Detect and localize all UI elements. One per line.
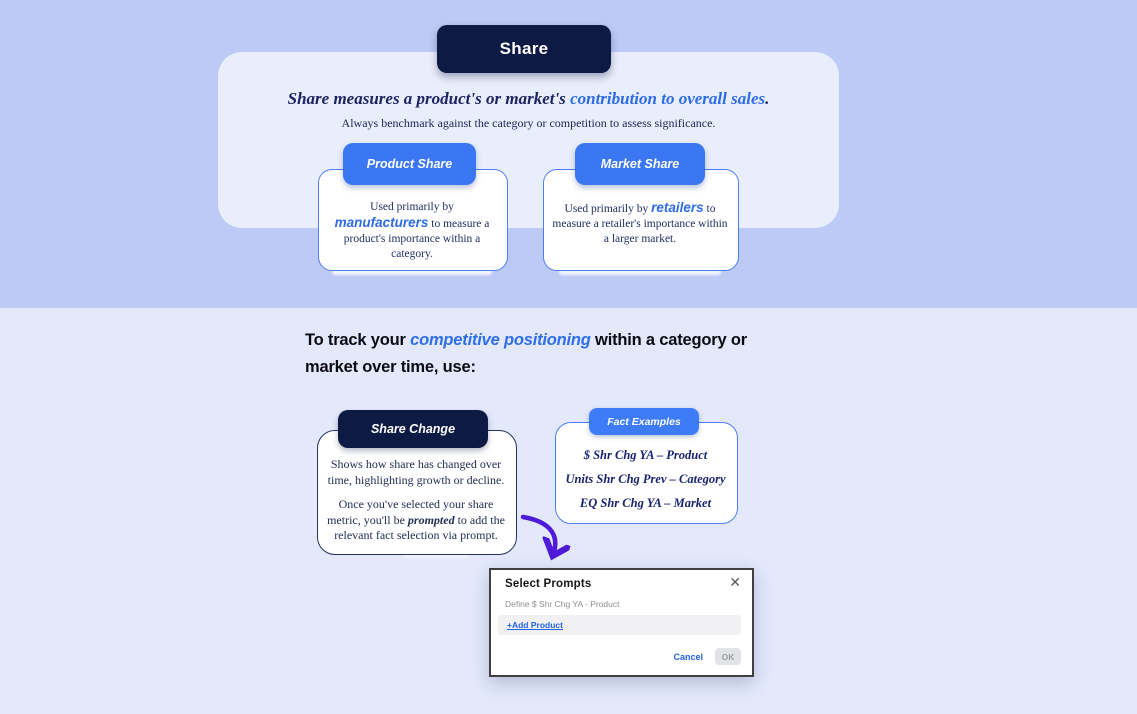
product-share-text-suffix: to measure a product's importance within… xyxy=(343,218,490,260)
heading-prefix: Share measures a product's or market's xyxy=(287,89,571,108)
cancel-button[interactable]: Cancel xyxy=(673,651,703,662)
share-title-pill: Share xyxy=(437,25,611,73)
para2-prefix: Once you've selected your share metric, … xyxy=(327,497,494,527)
market-share-text-highlight: retailers xyxy=(651,200,704,215)
para2-suffix: to add the relevant fact selection via p… xyxy=(334,512,505,543)
product-share-text: Used primarily by manufacturers to measu… xyxy=(323,200,501,262)
fact-item: EQ Shr Chg YA – Market xyxy=(579,496,712,510)
dialog-description: Define $ Shr Chg YA - Product xyxy=(505,599,620,609)
curved-arrow-icon xyxy=(520,514,585,575)
dialog-title: Select Prompts xyxy=(505,578,592,590)
intro-highlight: competitive positioning xyxy=(410,331,591,349)
ok-button[interactable]: OK xyxy=(715,648,741,665)
share-change-pill: Share Change xyxy=(338,410,488,448)
product-share-pill: Product Share xyxy=(343,143,476,185)
intro-suffix: within a category or market over time, u… xyxy=(305,331,747,376)
benchmark-note: Always benchmark against the category or… xyxy=(341,116,716,130)
close-icon[interactable]: ✕ xyxy=(729,574,741,590)
fact-examples-list: $ Shr Chg YA – Product Units Shr Chg Pre… xyxy=(555,443,736,515)
prompt-row: +Add Product xyxy=(498,615,741,635)
fact-examples-pill: Fact Examples xyxy=(589,408,699,435)
market-share-text-prefix: Used primarily by xyxy=(564,203,652,215)
fact-item: $ Shr Chg YA – Product xyxy=(583,448,708,462)
para2-highlight: prompted xyxy=(407,512,455,527)
share-overview-panel xyxy=(218,52,839,228)
share-change-para2: Once you've selected your share metric, … xyxy=(323,497,509,544)
product-share-text-prefix: Used primarily by xyxy=(370,201,454,213)
heading-highlight: contribution to overall sales xyxy=(570,89,766,108)
market-share-label: Market Share xyxy=(600,157,680,171)
dialog-footer: Cancel OK xyxy=(673,648,741,665)
share-definition-heading: Share measures a product's or market's c… xyxy=(228,89,829,109)
add-product-link[interactable]: +Add Product xyxy=(507,620,563,630)
market-share-text: Used primarily by retailers to measure a… xyxy=(549,200,731,247)
product-share-label: Product Share xyxy=(366,157,453,171)
market-share-text-suffix: to measure a retailer's importance withi… xyxy=(552,203,728,245)
share-change-text: Shows how share has changed over time, h… xyxy=(323,457,509,553)
market-share-pill: Market Share xyxy=(575,143,705,185)
intro-prefix: To track your xyxy=(305,331,411,349)
heading-suffix: . xyxy=(765,89,770,108)
market-share-card-shadow xyxy=(559,268,721,275)
share-overview-section: Share Share measures a product's or mark… xyxy=(0,0,1137,308)
share-title-label: Share xyxy=(499,39,549,58)
fact-examples-label: Fact Examples xyxy=(607,415,681,428)
market-share-card xyxy=(543,169,739,271)
share-change-para1: Shows how share has changed over time, h… xyxy=(327,457,505,487)
share-change-card xyxy=(317,430,517,555)
tracking-intro-text: To track your competitive positioning wi… xyxy=(305,327,765,381)
share-change-label: Share Change xyxy=(370,422,456,436)
product-share-card xyxy=(318,169,508,271)
product-share-card-shadow xyxy=(332,268,492,275)
select-prompts-dialog: Select Prompts ✕ Define $ Shr Chg YA - P… xyxy=(489,568,754,677)
fact-item: Units Shr Chg Prev – Category xyxy=(565,472,726,486)
product-share-text-highlight: manufacturers xyxy=(334,215,429,230)
